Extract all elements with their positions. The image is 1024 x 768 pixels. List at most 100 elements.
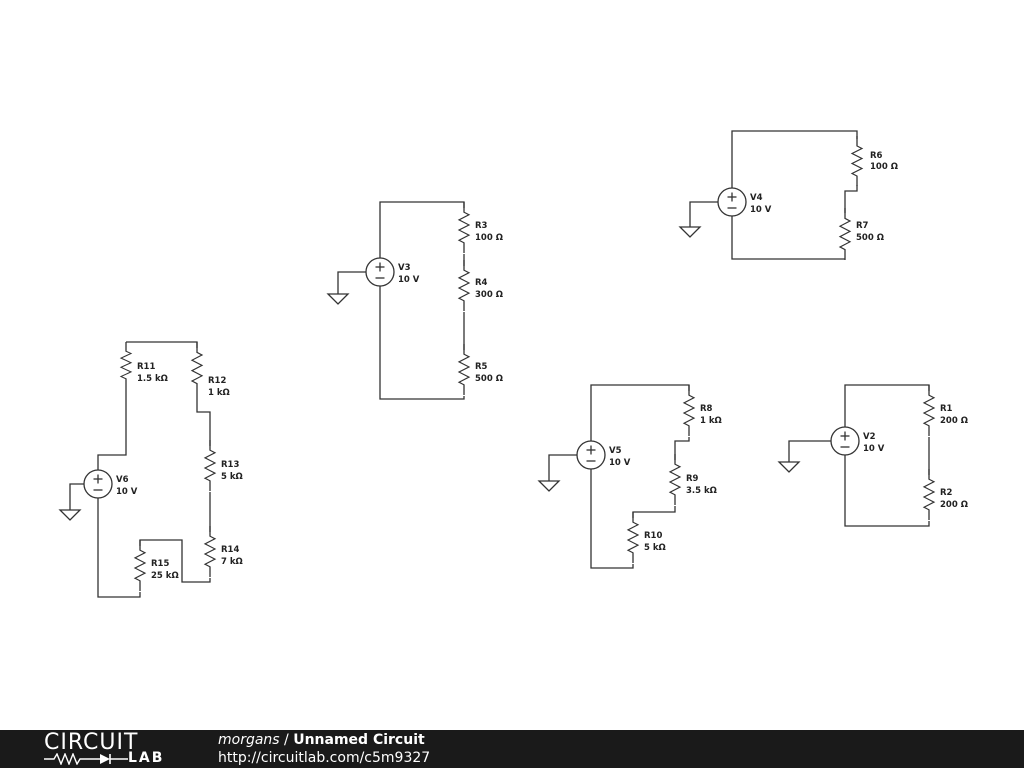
v2-value: 10 V: [863, 444, 885, 454]
voltage-source-v3[interactable]: [365, 257, 395, 287]
wire: [689, 201, 718, 217]
wire: [632, 506, 676, 518]
logo-wordmark-bottom: LAB: [128, 750, 165, 766]
wire: [548, 454, 577, 471]
wire: [337, 271, 366, 284]
v4-value: 10 V: [750, 205, 772, 215]
r3-value: 100 Ω: [475, 233, 503, 243]
ground-symbol[interactable]: [327, 283, 349, 305]
r2-name: R2: [940, 488, 953, 498]
resistor-r8[interactable]: [683, 384, 695, 437]
resistor-r7[interactable]: [839, 207, 851, 261]
r4-value: 300 Ω: [475, 290, 503, 300]
r9-value: 3.5 kΩ: [686, 486, 717, 496]
author-link[interactable]: morgans: [218, 732, 280, 748]
resistor-r13[interactable]: [204, 439, 216, 492]
circuit-title: morgans / Unnamed Circuit: [218, 731, 425, 749]
footer-bar: CIRCUIT LAB morgans / Unnamed Circuit ht…: [0, 730, 1024, 768]
resistor-r9[interactable]: [669, 453, 681, 506]
circuit-name[interactable]: Unnamed Circuit: [293, 732, 425, 748]
wire: [731, 130, 858, 188]
r11-name: R11: [137, 362, 155, 372]
r11-value: 1.5 kΩ: [137, 374, 168, 384]
circuit-v5: R8 1 kΩ R9 3.5 kΩ R10 5 kΩ V5 10 V: [538, 384, 722, 569]
resistor-r10[interactable]: [627, 511, 639, 564]
wire: [97, 498, 141, 598]
wire: [196, 394, 211, 446]
v6-value: 10 V: [116, 487, 138, 497]
wire: [379, 201, 465, 258]
r5-value: 500 Ω: [475, 374, 503, 384]
resistor-r15[interactable]: [134, 539, 146, 592]
r5-name: R5: [475, 362, 488, 372]
voltage-source-v5[interactable]: [576, 440, 606, 470]
wire: [97, 388, 127, 470]
wire: [844, 384, 930, 427]
voltage-source-v6[interactable]: [83, 469, 113, 499]
resistor-r1[interactable]: [923, 384, 935, 437]
wire: [590, 384, 690, 441]
ground-symbol[interactable]: [538, 470, 560, 492]
resistor-r12[interactable]: [191, 341, 203, 395]
r12-value: 1 kΩ: [208, 388, 230, 398]
r8-name: R8: [700, 404, 713, 414]
wire: [731, 216, 845, 260]
v6-name: V6: [116, 475, 129, 485]
r12-name: R12: [208, 376, 226, 386]
r1-value: 200 Ω: [940, 416, 968, 426]
wire: [788, 440, 831, 452]
resistor-r2[interactable]: [923, 468, 935, 521]
resistor-diode-icon: [44, 753, 128, 765]
ground-symbol[interactable]: [679, 216, 701, 238]
resistor-r4[interactable]: [458, 259, 470, 312]
wire: [844, 455, 930, 527]
ground-symbol[interactable]: [778, 451, 800, 473]
v5-value: 10 V: [609, 458, 631, 468]
r9-name: R9: [686, 474, 699, 484]
resistor-r11[interactable]: [120, 341, 132, 389]
wire: [590, 469, 634, 569]
title-separator: /: [279, 732, 294, 748]
r10-name: R10: [644, 531, 662, 541]
ground-symbol[interactable]: [59, 499, 81, 521]
r7-name: R7: [856, 221, 869, 231]
wire: [126, 341, 198, 348]
voltage-source-v2[interactable]: [830, 426, 860, 456]
circuit-v6: R11 1.5 kΩ R12 1 kΩ R13 5 kΩ R14 7 kΩ R1…: [59, 341, 243, 598]
resistor-r14[interactable]: [204, 525, 216, 578]
wire: [379, 286, 465, 400]
wire: [69, 483, 84, 500]
circuit-v3: R3 100 Ω R4 300 Ω R5 500 Ω V3 10 V: [327, 201, 503, 400]
v3-value: 10 V: [398, 275, 420, 285]
logo-wordmark-top: CIRCUIT: [44, 730, 139, 755]
r15-value: 25 kΩ: [151, 571, 179, 581]
v5-name: V5: [609, 446, 622, 456]
r6-name: R6: [870, 151, 883, 161]
r8-value: 1 kΩ: [700, 416, 722, 426]
resistor-r5[interactable]: [458, 343, 470, 396]
r13-name: R13: [221, 460, 239, 470]
resistor-r6[interactable]: [851, 135, 863, 187]
circuit-v4: R6 100 Ω R7 500 Ω V4 10 V: [679, 130, 898, 261]
wire: [674, 437, 690, 460]
r1-name: R1: [940, 404, 953, 414]
voltage-source-v4[interactable]: [717, 187, 747, 217]
schematic-canvas[interactable]: R6 100 Ω R7 500 Ω V4 10 V R3 100 Ω R4 30…: [0, 0, 1024, 730]
r14-name: R14: [221, 545, 239, 555]
circuit-v2: R1 200 Ω R2 200 Ω V2 10 V: [778, 384, 968, 527]
r7-value: 500 Ω: [856, 233, 884, 243]
r10-value: 5 kΩ: [644, 543, 666, 553]
circuit-url-link[interactable]: http://circuitlab.com/c5m9327: [218, 750, 431, 766]
resistor-r3[interactable]: [458, 201, 470, 254]
v4-name: V4: [750, 193, 763, 203]
r13-value: 5 kΩ: [221, 472, 243, 482]
r4-name: R4: [475, 278, 488, 288]
r6-value: 100 Ω: [870, 162, 898, 172]
circuitlab-logo[interactable]: CIRCUIT LAB: [44, 732, 174, 766]
r2-value: 200 Ω: [940, 500, 968, 510]
r3-name: R3: [475, 221, 488, 231]
r15-name: R15: [151, 559, 169, 569]
v3-name: V3: [398, 263, 411, 273]
v2-name: V2: [863, 432, 876, 442]
wire: [844, 185, 858, 213]
